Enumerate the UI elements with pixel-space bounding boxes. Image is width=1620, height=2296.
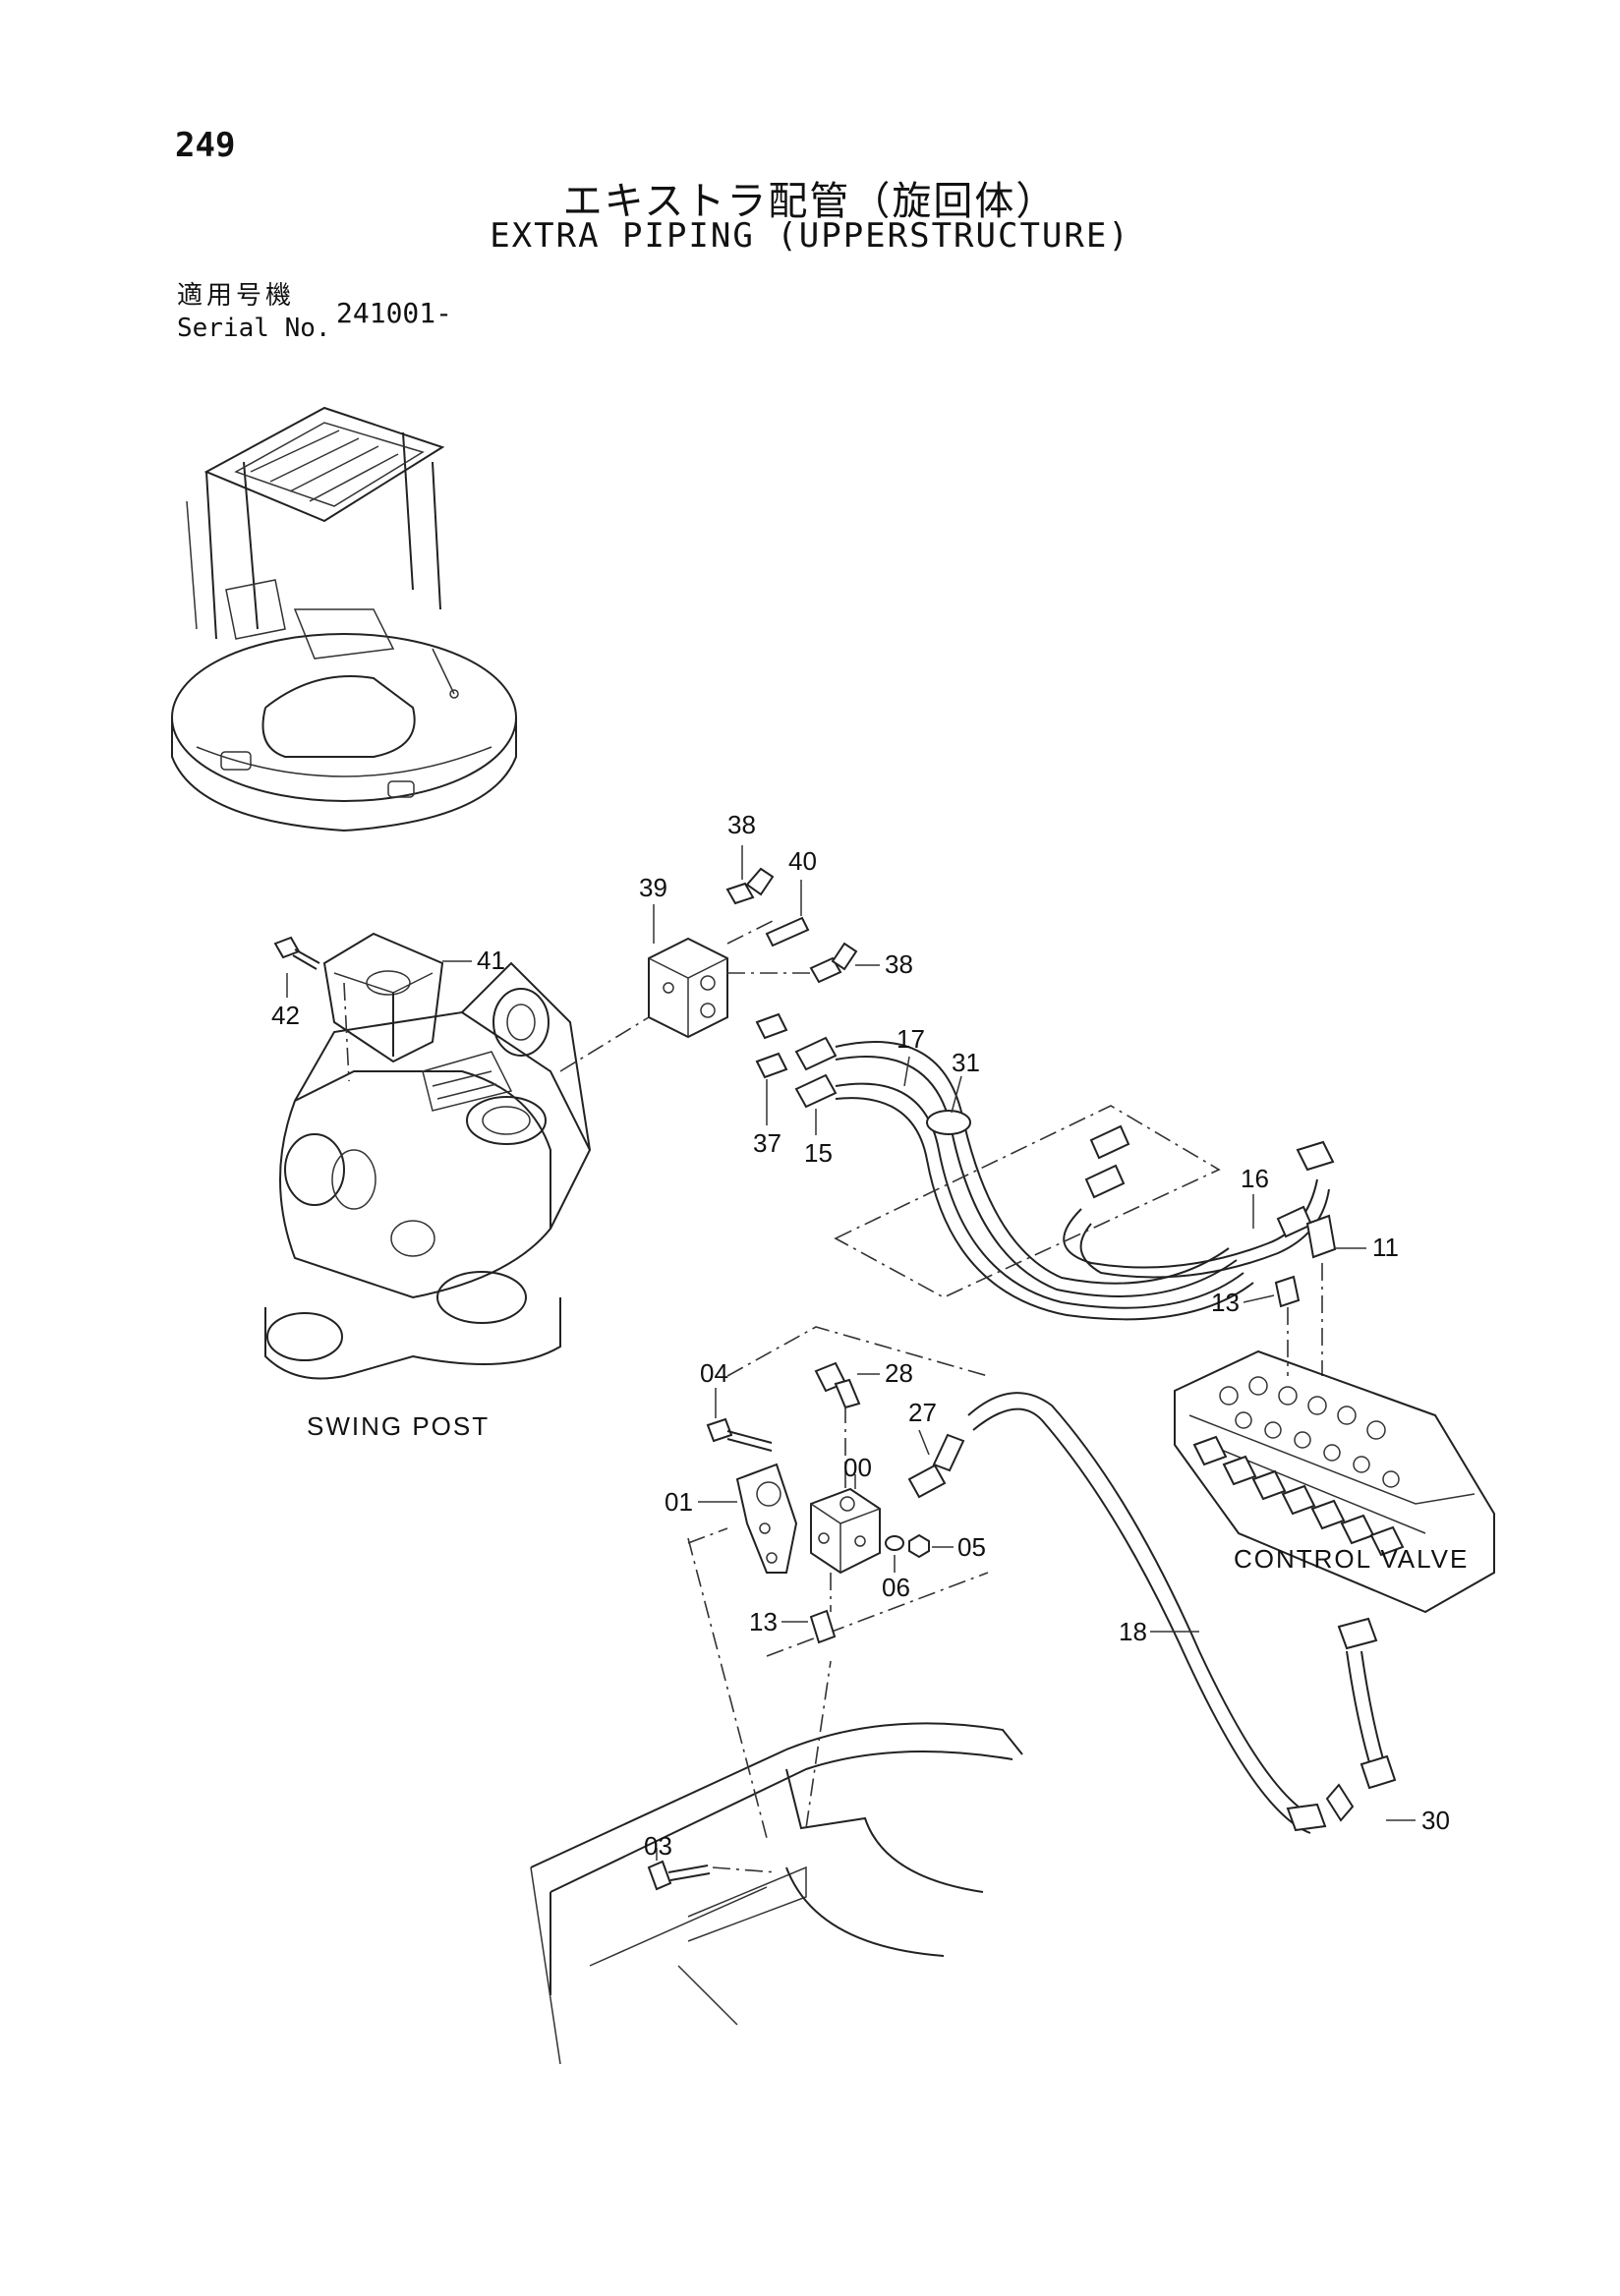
- washer-06: [885, 1535, 904, 1551]
- serial-label-english: Serial No.: [177, 314, 331, 343]
- callout-18: 18: [1119, 1617, 1147, 1646]
- callout-40: 40: [788, 846, 817, 876]
- caption-swing-post: SWING POST: [307, 1411, 490, 1441]
- callout-41: 41: [477, 946, 505, 975]
- block-00: [810, 1487, 881, 1575]
- fitting-38-right: [809, 942, 858, 984]
- fitting-13-upper: [1274, 1275, 1301, 1308]
- clamp-31: [926, 1110, 971, 1135]
- leader-dash: [687, 1527, 728, 1544]
- callout-30: 30: [1421, 1806, 1450, 1835]
- callout-15: 15: [804, 1138, 833, 1168]
- callout-03: 03: [644, 1831, 672, 1861]
- distribution-block-39: [648, 937, 728, 1039]
- callout-06: 06: [882, 1573, 910, 1602]
- callout-00: 00: [843, 1453, 872, 1482]
- serial-label-block: 適用号機 Serial No.: [177, 275, 331, 343]
- callout-17: 17: [897, 1024, 925, 1054]
- swing-post-illustration: [264, 961, 592, 1380]
- excavator-overview-illustration: [171, 406, 517, 832]
- leader-dash: [559, 1016, 650, 1072]
- callout-01: 01: [665, 1487, 693, 1517]
- callout-04: 04: [700, 1358, 728, 1388]
- leader-dash: [805, 1660, 832, 1829]
- bolt-04: [706, 1417, 773, 1452]
- callout-27: 27: [908, 1398, 937, 1427]
- callout-13-lower: 13: [749, 1607, 778, 1636]
- leader-dash: [343, 982, 350, 1082]
- leader-dash: [726, 918, 778, 945]
- hose-18-illustration: [967, 1392, 1355, 1834]
- callout-leaders: [286, 845, 1416, 1861]
- fitting-30-illustration: [1337, 1617, 1397, 1790]
- callout-16: 16: [1241, 1164, 1269, 1193]
- upperstructure-frame-illustration: [530, 1722, 1023, 2065]
- caption-control-valve: CONTROL VALVE: [1234, 1544, 1469, 1574]
- callout-37: 37: [753, 1128, 781, 1158]
- plate-01: [735, 1463, 798, 1574]
- callout-42: 42: [271, 1001, 300, 1030]
- callout-38-top: 38: [727, 810, 756, 839]
- leader-dash: [712, 1866, 778, 1873]
- callout-11: 11: [1372, 1233, 1399, 1262]
- leader-dash: [766, 1572, 989, 1657]
- elbow-28: [814, 1361, 861, 1409]
- callout-13-upper: 13: [1211, 1288, 1240, 1317]
- callout-31: 31: [952, 1048, 980, 1077]
- control-valve-illustration: [1174, 1349, 1495, 1614]
- bolt-03: [647, 1860, 711, 1891]
- callout-05: 05: [957, 1532, 986, 1562]
- fitting-40: [765, 916, 810, 947]
- page-number: 249: [175, 126, 236, 165]
- bolt-42-illustration: [273, 936, 320, 970]
- fitting-27: [907, 1433, 965, 1499]
- fitting-38-top: [725, 867, 775, 905]
- serial-number-value: 241001-: [336, 297, 453, 329]
- callout-39: 39: [639, 873, 667, 902]
- serial-label-japanese: 適用号機: [177, 281, 296, 311]
- callout-38-right: 38: [885, 949, 913, 979]
- fitting-11: [1305, 1214, 1337, 1259]
- bracket-41-illustration: [322, 932, 444, 1063]
- page-title-english: EXTRA PIPING (UPPERSTRUCTURE): [490, 216, 1130, 256]
- leader-dash: [834, 1105, 1221, 1298]
- page-title-japanese: エキストラ配管（旋回体）: [562, 179, 1058, 224]
- callout-28: 28: [885, 1358, 913, 1388]
- nut-05: [908, 1533, 930, 1559]
- plug-13-lower: [809, 1609, 837, 1644]
- callout-labels: 38 40 39 38 41 42 17 31 37 15 16 11 13 0…: [271, 810, 1450, 1861]
- adapters-37: [755, 1012, 788, 1079]
- leader-dash: [687, 1537, 768, 1839]
- leader-dash: [726, 1326, 989, 1377]
- hose-ends-15: [794, 1036, 838, 1109]
